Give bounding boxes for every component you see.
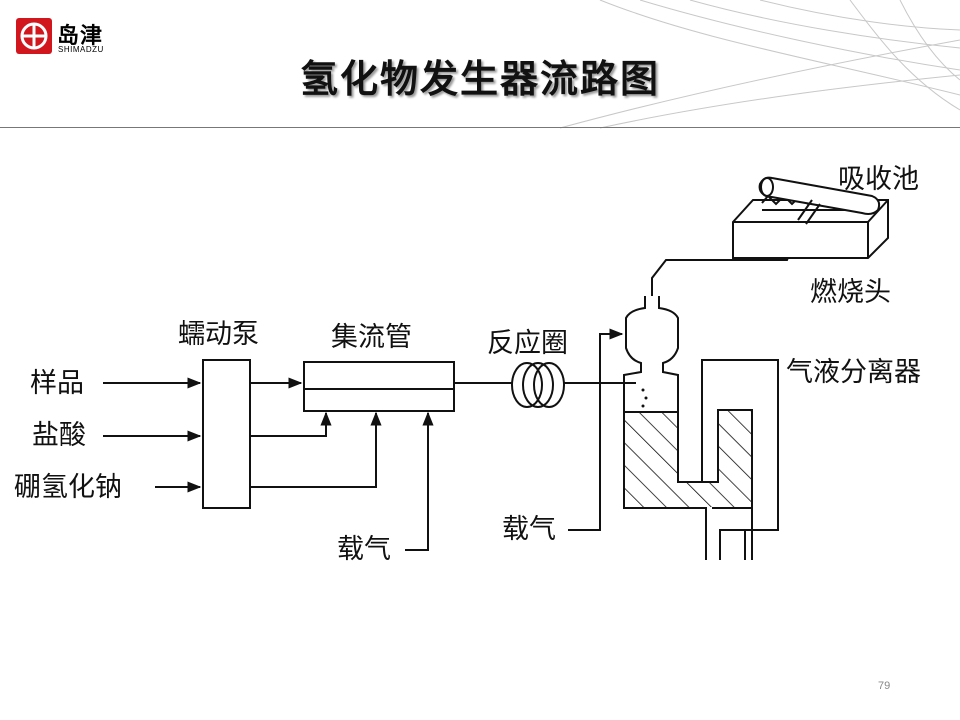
label-carrier-gas-1: 载气 [337,534,391,565]
header-divider [0,127,960,128]
label-gas-liquid-separator: 气液分离器 [786,357,921,388]
separator-outer-wall [701,359,779,560]
burner-head-assembly [732,194,889,259]
absorption-cell-tube [758,176,881,215]
page-title: 氢化物发生器流路图 [299,57,660,101]
separator-body-left [623,296,707,560]
logo-name-en: SHIMADZU [58,45,104,54]
absorption-cell-inlet [797,199,821,225]
separator-liquid-hatch [625,411,751,507]
manifold-box [303,361,455,412]
label-manifold: 集流管 [331,322,412,353]
label-carrier-gas-2: 载气 [502,514,556,545]
label-sample: 样品 [30,368,84,399]
gas-bubbles [641,388,648,408]
label-burner-head: 燃烧头 [810,277,891,308]
label-peristaltic-pump: 蠕动泵 [178,319,259,350]
label-reaction-coil: 反应圈 [487,328,568,359]
carrier-gas-1-line [405,411,434,551]
label-sodium-borohydride: 硼氢化钠 [14,472,122,503]
peristaltic-pump-box [202,359,251,509]
label-hydrochloric-acid: 盐酸 [32,420,86,451]
separator-inner-channel [658,296,753,509]
reaction-coil [511,362,565,408]
hcl-to-manifold-line [250,411,332,437]
page-number: 79 [878,680,891,692]
label-absorption-cell: 吸收池 [838,164,919,195]
carrier-gas-2-line [568,328,624,531]
shimadzu-logo-icon [16,18,52,54]
nabh4-to-manifold-line [250,411,382,488]
shimadzu-logo: 岛津 SHIMADZU [16,18,136,58]
logo-name-cn: 岛津 [57,24,104,49]
